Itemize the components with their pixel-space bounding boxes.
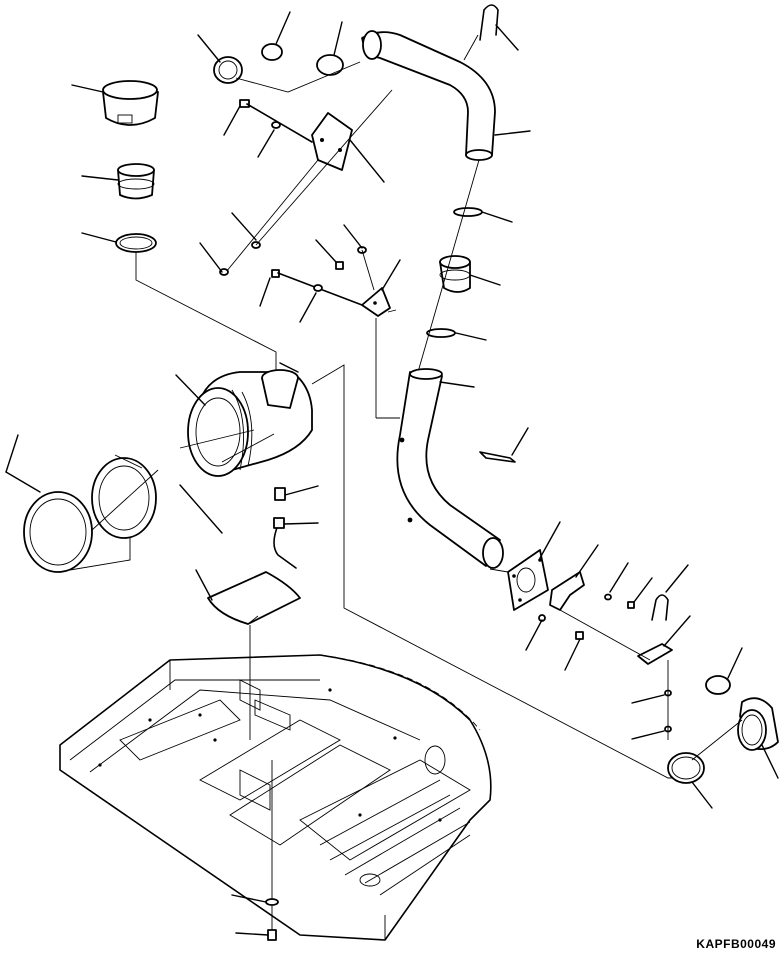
air-cleaner-assembly — [175, 362, 313, 477]
bolt-middle-b — [315, 224, 375, 291]
hose-clamp-mid-a — [453, 207, 513, 223]
hose-clamp-upper-b — [261, 11, 291, 61]
hose-clamp-bottom-right — [667, 752, 713, 809]
hose-clamp-right — [705, 647, 743, 695]
bracket-middle — [361, 259, 401, 317]
hose-middle — [439, 255, 501, 293]
bolt-middle-a — [259, 269, 363, 307]
bracket-right — [549, 544, 599, 611]
mounting-flange — [507, 521, 561, 611]
bolt-lower-b — [564, 631, 584, 671]
hose-clamp-upper-c — [316, 21, 344, 76]
mount-bolts-bottom — [231, 760, 279, 941]
u-bolt-right — [651, 564, 689, 621]
u-bolt-top — [479, 4, 519, 51]
washer-right — [631, 660, 672, 740]
nut-upper-left — [199, 212, 261, 276]
bolt-upper — [223, 99, 313, 143]
hose-clamp-mid-b — [426, 328, 487, 341]
washer-middle — [299, 284, 323, 323]
elbow-right — [737, 697, 779, 779]
drawing-code: KAPFB00049 — [696, 937, 776, 951]
revolving-frame — [59, 654, 492, 941]
bracket-lower-right — [637, 615, 691, 665]
outer-element — [91, 454, 157, 539]
bolt-lower-a — [525, 614, 546, 651]
precleaner-cap — [71, 80, 159, 126]
hose-clamp-upper-a — [197, 34, 243, 84]
dust-indicator — [273, 485, 319, 569]
u-bolt-lower — [479, 427, 529, 463]
precleaner-adapter — [81, 163, 155, 200]
washer-upper — [257, 121, 281, 158]
intake-pipe-lower — [396, 368, 504, 569]
bolt-right-a — [604, 562, 629, 601]
bracket-upper — [311, 112, 385, 183]
bolt-right-b — [627, 577, 653, 609]
hose-clamp-top-left — [81, 232, 157, 253]
bottom-cover — [195, 569, 301, 740]
inner-element — [23, 491, 93, 573]
intake-pipe-upper — [361, 30, 531, 161]
